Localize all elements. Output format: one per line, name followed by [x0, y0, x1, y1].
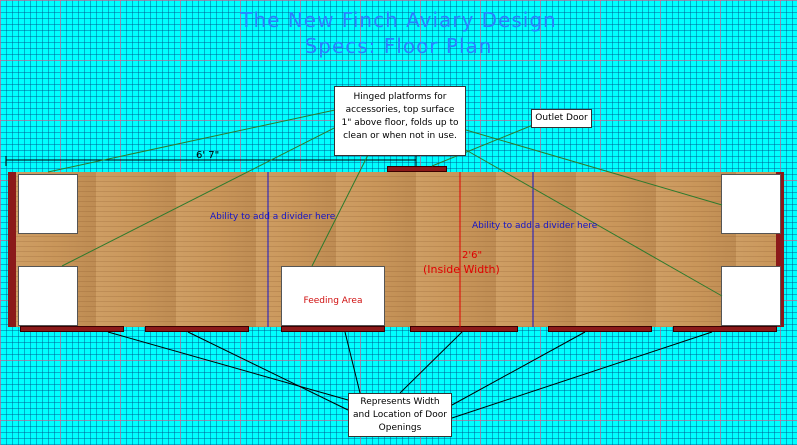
door-opening-2 — [145, 326, 249, 332]
divider-note-left: Ability to add a divider here — [210, 212, 336, 222]
platform-bottom-left — [18, 266, 78, 326]
platform-top-right — [721, 174, 781, 234]
door-opening-3 — [281, 326, 385, 332]
leader-door-4 — [399, 331, 463, 394]
leader-door-2 — [187, 331, 349, 411]
door-opening-5 — [548, 326, 652, 332]
door-opening-4 — [410, 326, 518, 332]
leader-platform-bottom-left — [61, 119, 351, 267]
door-openings-callout: Represents Width and Location of Door Op… — [348, 393, 452, 437]
leader-outlet-door — [431, 124, 534, 167]
leader-platform-top-right — [465, 129, 723, 206]
inside-width-label: (Inside Width) — [423, 263, 500, 276]
diagram-subtitle: Specs: Floor Plan — [304, 34, 493, 58]
feeding-area: Feeding Area — [281, 266, 385, 326]
inside-width-value: 2'6" — [462, 250, 483, 261]
outlet-door — [387, 166, 447, 172]
leader-door-1 — [107, 331, 349, 401]
platform-top-left — [18, 174, 78, 234]
leader-door-3 — [344, 331, 361, 394]
aviary-floor — [8, 172, 784, 327]
platform-bottom-right — [721, 266, 781, 326]
outlet-door-callout: Outlet Door — [531, 109, 592, 128]
door-opening-6 — [673, 326, 777, 332]
divider-note-right: Ability to add a divider here — [472, 221, 598, 231]
leader-feeding-area — [311, 154, 369, 267]
door-opening-1 — [20, 326, 124, 332]
platforms-callout: Hinged platforms for accessories, top su… — [334, 86, 466, 156]
leader-door-6 — [451, 331, 713, 419]
leader-platform-top-left — [47, 109, 336, 173]
diagram-title: The New Finch Aviary Design — [240, 8, 557, 32]
leader-platform-bottom-right — [465, 149, 723, 297]
leader-door-5 — [451, 331, 586, 406]
feeding-area-label: Feeding Area — [303, 296, 363, 306]
length-dimension-label: 6' 7" — [196, 150, 220, 161]
